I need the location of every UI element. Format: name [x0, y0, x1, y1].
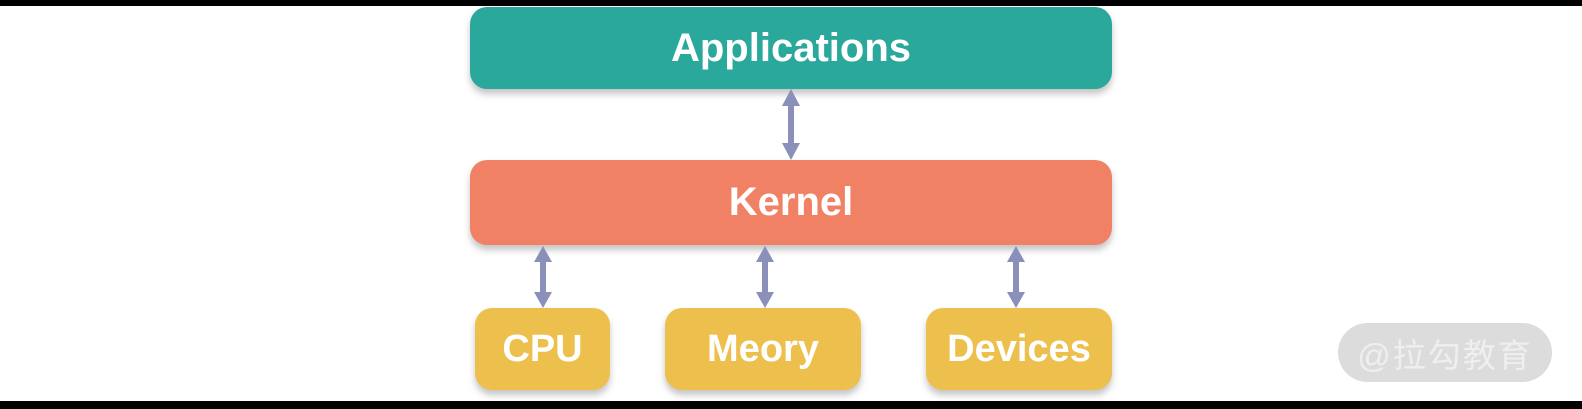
node-memory-label: Meory: [707, 327, 819, 370]
node-cpu-label: CPU: [502, 327, 583, 370]
watermark-label: @拉勾教育: [1357, 336, 1533, 374]
double-arrow-kernel-devices-icon: [1007, 246, 1025, 308]
bottom-border-bar: [0, 401, 1582, 409]
top-border-bar: [0, 0, 1582, 6]
node-kernel: Kernel: [470, 160, 1112, 245]
node-kernel-label: Kernel: [728, 180, 854, 224]
node-applications: Applications: [470, 7, 1112, 89]
double-arrow-kernel-cpu-icon: [534, 246, 552, 308]
node-cpu: CPU: [475, 308, 610, 390]
node-memory: Meory: [665, 308, 861, 390]
node-devices-label: Devices: [947, 327, 1091, 370]
double-arrow-applications-kernel-icon: [782, 89, 800, 160]
watermark-badge: @拉勾教育: [1338, 323, 1552, 382]
node-applications-label: Applications: [670, 25, 912, 70]
node-devices: Devices: [926, 308, 1112, 390]
double-arrow-kernel-memory-icon: [756, 246, 774, 308]
